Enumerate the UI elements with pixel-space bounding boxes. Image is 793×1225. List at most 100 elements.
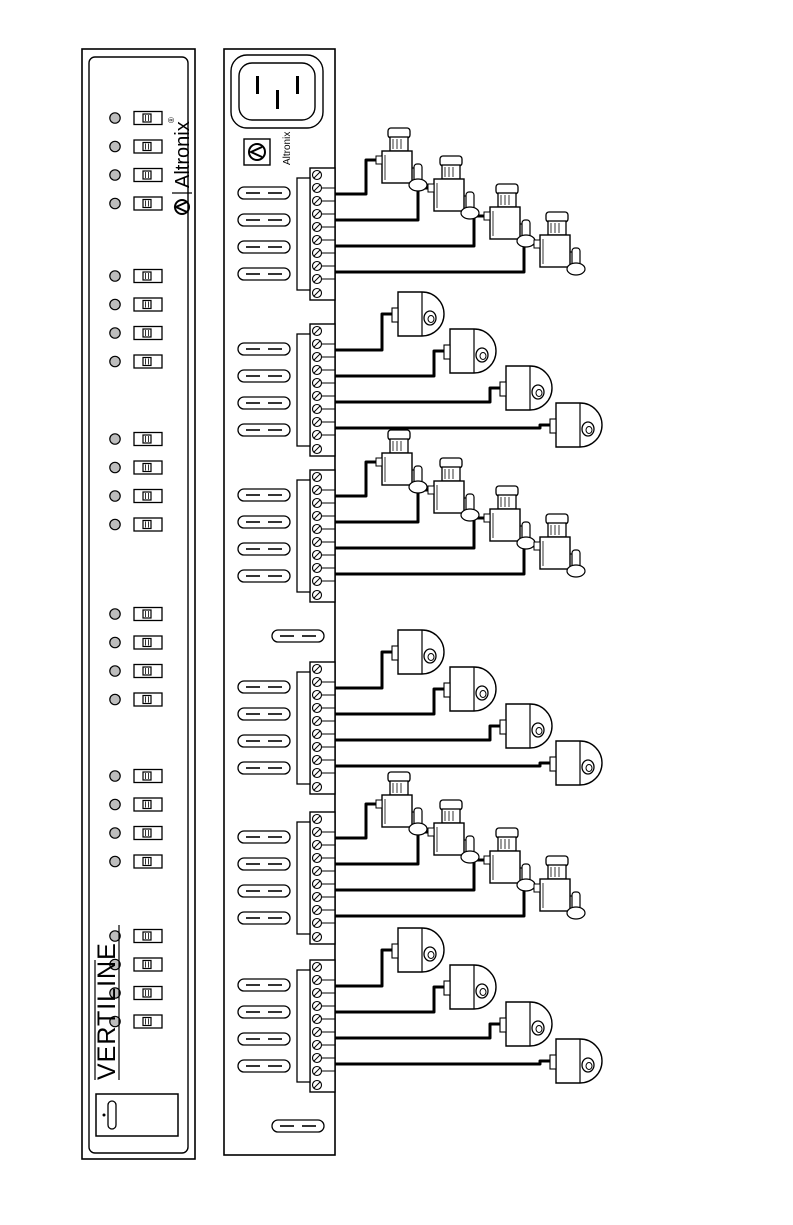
fuse-holder[interactable] <box>238 912 290 924</box>
terminal-block <box>297 662 335 794</box>
output-switch[interactable] <box>134 827 162 840</box>
camera-body <box>382 453 412 485</box>
fuse-holder[interactable] <box>238 370 290 382</box>
output-switch[interactable] <box>134 140 162 153</box>
fuse-holder[interactable] <box>238 543 290 555</box>
led-indicator <box>110 113 120 123</box>
output-switch[interactable] <box>134 930 162 943</box>
switch-toggle <box>143 829 151 837</box>
trademark-mark: ® <box>167 117 176 123</box>
rear-brand-logo: Altronix <box>244 132 293 165</box>
switch-toggle <box>143 696 151 704</box>
output-switch[interactable] <box>134 987 162 1000</box>
rear-brand-text-group: Altronix <box>282 132 293 165</box>
terminal-block <box>297 324 335 456</box>
fuse-holder[interactable] <box>238 1060 290 1072</box>
fuse-holder[interactable] <box>238 858 290 870</box>
fuse-holder[interactable] <box>238 1006 290 1018</box>
fuse-holder[interactable] <box>238 187 290 199</box>
output-switch[interactable] <box>134 327 162 340</box>
fuse-body <box>238 1060 290 1072</box>
mount-base <box>567 565 585 577</box>
output-switch[interactable] <box>134 197 162 210</box>
logo-box <box>244 139 270 165</box>
switch-toggle <box>143 801 151 809</box>
dome-shell <box>556 403 602 447</box>
switch-toggle <box>143 858 151 866</box>
fuse-holder[interactable] <box>238 735 290 747</box>
dome-shell <box>450 965 496 1009</box>
fuse-holder[interactable] <box>238 681 290 693</box>
mount-base <box>461 207 479 219</box>
switch-toggle <box>143 435 151 443</box>
mount-base <box>567 907 585 919</box>
dome-shell <box>398 292 444 336</box>
output-switch[interactable] <box>134 608 162 621</box>
fuse-holder[interactable] <box>238 885 290 897</box>
camera-cable <box>335 546 534 574</box>
terminal-block <box>297 812 335 944</box>
dome-camera-icon <box>500 704 552 748</box>
fuse-holder[interactable] <box>238 268 290 280</box>
iec-power-inlet-icon <box>231 55 323 128</box>
fuse-holder[interactable] <box>238 424 290 436</box>
fuse-holder[interactable] <box>238 762 290 774</box>
output-switch[interactable] <box>134 665 162 678</box>
power-switch[interactable] <box>96 1094 178 1136</box>
camera-cable <box>335 1061 550 1064</box>
switch-toggle <box>143 772 151 780</box>
box-camera-icon <box>428 800 479 863</box>
camera-cable <box>335 1024 500 1038</box>
camera-wiring <box>335 160 550 1064</box>
fuse-holder[interactable] <box>238 708 290 720</box>
output-switch[interactable] <box>134 518 162 531</box>
fuse-holder[interactable] <box>272 1120 324 1132</box>
camera-body <box>540 537 570 569</box>
fuse-holder[interactable] <box>238 214 290 226</box>
camera-connector <box>550 419 556 433</box>
fuse-body <box>272 1120 324 1132</box>
fuse-holder[interactable] <box>238 831 290 843</box>
output-switch[interactable] <box>134 112 162 125</box>
fuse-holder[interactable] <box>272 630 324 642</box>
terminal-block <box>297 470 335 602</box>
terminal-plug <box>297 822 310 934</box>
output-switch[interactable] <box>134 355 162 368</box>
fuse-body <box>238 570 290 582</box>
output-switch[interactable] <box>134 461 162 474</box>
fuse-holder[interactable] <box>238 241 290 253</box>
switch-toggle <box>143 989 151 997</box>
output-switch[interactable] <box>134 169 162 182</box>
fuse-holder[interactable] <box>238 343 290 355</box>
fuse-body <box>238 735 290 747</box>
output-switch[interactable] <box>134 298 162 311</box>
output-switch[interactable] <box>134 798 162 811</box>
fuse-holder[interactable] <box>238 979 290 991</box>
output-switch[interactable] <box>134 1015 162 1028</box>
camera-cable <box>335 351 444 376</box>
output-switch[interactable] <box>134 636 162 649</box>
output-switch[interactable] <box>134 270 162 283</box>
output-switch[interactable] <box>134 433 162 446</box>
fuse-holder[interactable] <box>238 489 290 501</box>
output-switch[interactable] <box>134 855 162 868</box>
box-camera-icon <box>428 458 479 521</box>
camera-cable <box>335 160 376 194</box>
box-camera-icon <box>376 430 427 493</box>
fuse-body <box>238 268 290 280</box>
camera-connector <box>500 720 506 734</box>
fuse-holder[interactable] <box>238 397 290 409</box>
led-indicator <box>110 637 120 647</box>
fuse-holder[interactable] <box>238 570 290 582</box>
led-indicator <box>110 299 120 309</box>
rocker-switch-icon <box>108 1101 116 1129</box>
fuse-body <box>238 1006 290 1018</box>
front-brand-name: Altronix <box>172 121 194 188</box>
output-switch[interactable] <box>134 770 162 783</box>
output-switch[interactable] <box>134 958 162 971</box>
fuse-holder[interactable] <box>238 516 290 528</box>
fuse-holder[interactable] <box>238 1033 290 1045</box>
output-switch[interactable] <box>134 490 162 503</box>
output-switch[interactable] <box>134 693 162 706</box>
